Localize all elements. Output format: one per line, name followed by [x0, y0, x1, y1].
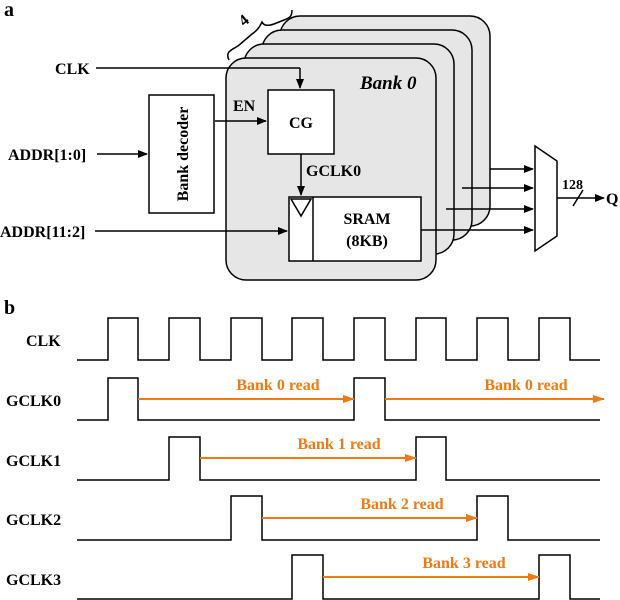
signal-label-gclk0: GCLK0	[6, 393, 61, 410]
clk-input-label: CLK	[55, 61, 90, 78]
output-mux	[534, 144, 558, 253]
signal-label-clk: CLK	[26, 333, 61, 350]
waveform-gclk3	[77, 554, 600, 600]
signal-label-gclk2: GCLK2	[6, 512, 61, 529]
addr-low-label: ADDR[11:2]	[0, 224, 85, 241]
clock-gate-label: CG	[289, 115, 314, 132]
gclk2-read-label: Bank 2 read	[360, 496, 443, 513]
gclk3-read-label: Bank 3 read	[422, 555, 505, 572]
addr-high-label: ADDR[1:0]	[8, 147, 86, 164]
bus-width-label: 128	[562, 178, 583, 193]
sram-size-label: (8KB)	[346, 233, 388, 250]
panel-b-label: b	[4, 297, 15, 319]
waveform-gclk2	[77, 495, 600, 541]
q-output-label: Q	[606, 191, 618, 208]
en-label: EN	[233, 98, 256, 115]
sram-label: SRAM	[343, 211, 390, 228]
panel-a: a 4 Bank 0 CLK Bank decoder ADDR[1:0] EN…	[0, 0, 618, 281]
gclk0-read-label-2: Bank 0 read	[484, 377, 567, 394]
bank-title: Bank 0	[359, 73, 417, 94]
bank-decoder-label: Bank decoder	[175, 107, 192, 202]
gclk0-read-label-1: Bank 0 read	[236, 377, 319, 394]
panel-a-label: a	[4, 0, 14, 21]
bus-width-slash	[572, 189, 584, 207]
waveform-gclk1	[77, 436, 600, 481]
gclk0-label: GCLK0	[306, 163, 361, 180]
signal-label-gclk3: GCLK3	[6, 572, 61, 589]
signal-label-gclk1: GCLK1	[6, 453, 61, 470]
bank-count-brace	[226, 9, 293, 61]
gclk1-read-label: Bank 1 read	[297, 436, 380, 453]
sram-box	[288, 196, 422, 262]
panel-b: b CLK GCLK0 GCLK1 GCLK2 GCLK3 Bank 0 rea…	[4, 297, 605, 600]
waveform-clk	[77, 317, 600, 361]
sram-clock-triangle	[289, 198, 313, 218]
bank-count-label: 4	[236, 12, 253, 30]
bank-decoder-box	[148, 94, 215, 214]
clock-gate-box	[267, 89, 335, 155]
